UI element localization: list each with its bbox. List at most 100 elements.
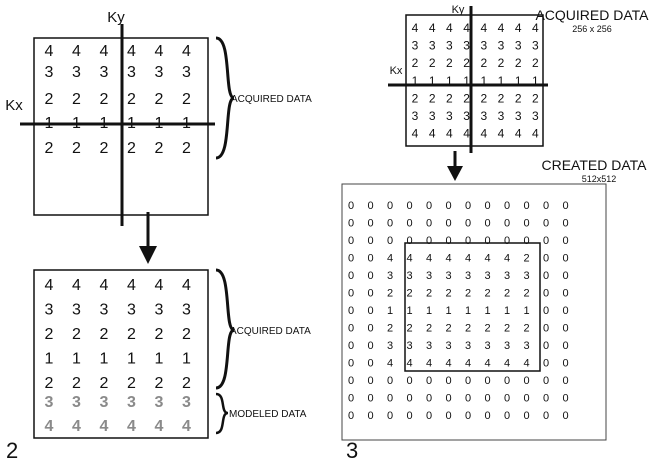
kspace-cell: 3 [532,109,539,123]
kspace-cell: 0 [543,270,549,282]
kspace-cell: 0 [367,235,373,247]
kspace-cell: 4 [463,21,470,35]
kspace-cell: 2 [463,91,470,105]
kspace-cell: 0 [562,200,568,212]
kspace-cell: 4 [426,358,432,370]
kspace-cell: 0 [387,218,393,230]
kspace-cell: 3 [515,39,522,53]
kspace-cell: 0 [445,393,451,405]
kspace-cell: 2 [182,375,191,392]
kspace-cell: 3 [523,340,529,352]
kspace-cell: 0 [504,235,510,247]
kspace-cell: 3 [484,340,490,352]
panel3-created-box [341,183,607,441]
modeled-cell: 4 [127,418,136,435]
kspace-cell: 0 [504,218,510,230]
kspace-cell: 0 [348,358,354,370]
kspace-cell: 2 [504,323,510,335]
kspace-cell: 1 [504,305,510,317]
kspace-cell: 0 [484,375,490,387]
kspace-cell: 4 [406,253,412,265]
kspace-cell: 0 [367,358,373,370]
kspace-cell: 0 [543,305,549,317]
kspace-cell: 4 [445,358,451,370]
kspace-cell: 0 [562,218,568,230]
panel2-ky-label: Ky [107,9,125,26]
panel3-created-size: 512x512 [582,174,617,184]
kspace-cell: 2 [523,253,529,265]
kspace-cell: 0 [367,200,373,212]
modeled-cell: 3 [72,394,81,411]
kspace-cell: 4 [412,127,419,141]
kspace-cell: 2 [155,375,164,392]
panel3-acquired-size: 256 x 256 [572,24,612,34]
kspace-cell: 0 [406,410,412,422]
kspace-cell: 0 [406,235,412,247]
kspace-cell: 2 [406,323,412,335]
kspace-cell: 1 [465,305,471,317]
kspace-cell: 4 [429,127,436,141]
kspace-cell: 2 [515,56,522,70]
kspace-cell: 3 [155,302,164,319]
kspace-cell: 0 [348,410,354,422]
kspace-cell: 2 [445,288,451,300]
kspace-cell: 4 [182,277,191,294]
kspace-cell: 0 [543,375,549,387]
kspace-cell: 2 [45,91,54,108]
kspace-cell: 0 [504,393,510,405]
kspace-cell: 4 [429,21,436,35]
kspace-cell: 1 [498,74,505,88]
kspace-cell: 2 [504,288,510,300]
kspace-cell: 4 [532,21,539,35]
kspace-cell: 1 [387,305,393,317]
kspace-cell: 3 [45,64,54,81]
kspace-cell: 3 [426,340,432,352]
kspace-cell: 3 [100,302,109,319]
kspace-cell: 4 [465,358,471,370]
kspace-cell: 0 [387,235,393,247]
kspace-cell: 4 [515,127,522,141]
panel2-top-brace [215,36,235,160]
kspace-cell: 2 [446,56,453,70]
kspace-cell: 0 [523,410,529,422]
panel3-created-title: CREATED DATA [541,157,647,173]
kspace-cell: 0 [562,270,568,282]
kspace-cell: 0 [426,235,432,247]
kspace-cell: 0 [504,410,510,422]
kspace-cell: 3 [465,270,471,282]
panel2-acquired-label-top: ACQUIRED DATA [231,94,312,105]
kspace-cell: 0 [543,218,549,230]
kspace-cell: 2 [72,375,81,392]
kspace-cell: 2 [463,56,470,70]
kspace-cell: 1 [72,351,81,368]
kspace-cell: 0 [543,340,549,352]
kspace-cell: 0 [426,393,432,405]
modeled-cell: 3 [127,394,136,411]
kspace-cell: 0 [367,305,373,317]
kspace-cell: 3 [387,340,393,352]
kspace-cell: 2 [426,288,432,300]
kspace-cell: 2 [72,91,81,108]
kspace-cell: 1 [480,74,487,88]
panel3-number: 3 [346,438,358,460]
kspace-cell: 1 [155,351,164,368]
kspace-cell: 0 [367,375,373,387]
kspace-cell: 3 [446,39,453,53]
kspace-cell: 0 [562,235,568,247]
kspace-cell: 0 [445,235,451,247]
kspace-cell: 1 [182,351,191,368]
modeled-cell: 3 [182,394,191,411]
panel3-embedded-acquired-box [404,242,541,372]
kspace-cell: 1 [412,74,419,88]
kspace-cell: 0 [406,200,412,212]
kspace-cell: 0 [543,200,549,212]
kspace-cell: 3 [45,302,54,319]
kspace-cell: 4 [127,277,136,294]
kspace-cell: 0 [484,235,490,247]
kspace-cell: 2 [532,91,539,105]
kspace-cell: 0 [348,270,354,282]
kspace-cell: 0 [484,410,490,422]
panel2-modeled-label: MODELED DATA [229,409,307,420]
